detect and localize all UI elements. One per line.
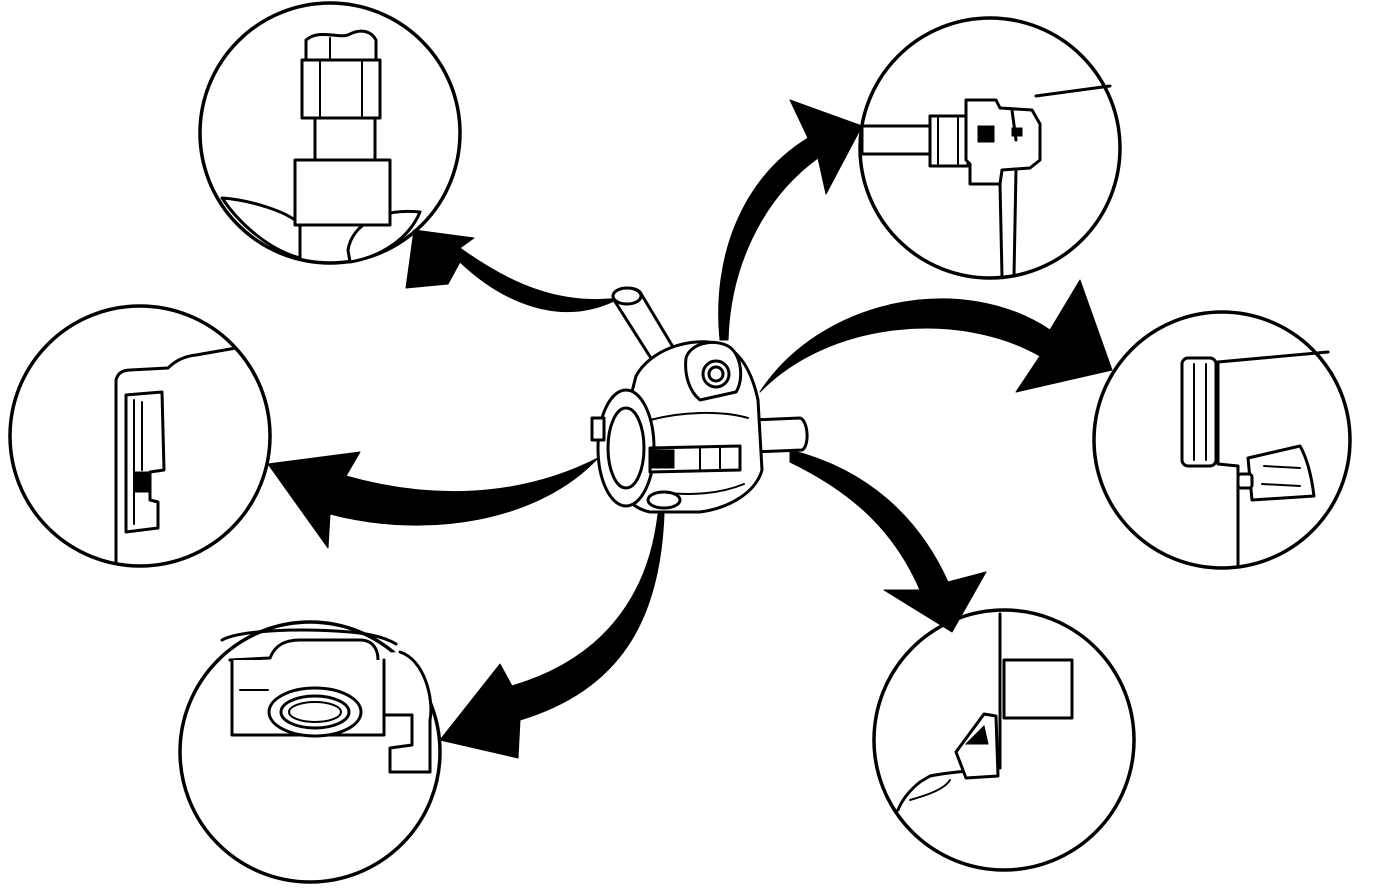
bracket-bottom-right [896, 612, 1074, 812]
arrow-to-top-left [405, 229, 621, 313]
mounting-boss-bottom-left [220, 628, 433, 774]
arrow-to-bottom-right [789, 449, 987, 633]
arrow-to-bottom-left [439, 513, 665, 759]
power-steering-pump [590, 286, 809, 514]
arrow-to-left [267, 451, 599, 549]
detail-circle-right [1092, 310, 1352, 570]
arrow-to-top-right [718, 99, 863, 341]
detail-circle-top-right [858, 16, 1122, 280]
pipe-fitting-top-left [220, 29, 422, 264]
bracket-left [114, 346, 238, 564]
detail-circle-bottom-right [872, 608, 1136, 872]
detail-circle-left [8, 304, 272, 568]
seal-right [1180, 350, 1330, 568]
arrow-to-right [759, 279, 1113, 393]
detail-circle-top-left [198, 1, 462, 265]
detail-circle-bottom-left [178, 620, 442, 884]
union-fitting-top-right [860, 84, 1112, 278]
